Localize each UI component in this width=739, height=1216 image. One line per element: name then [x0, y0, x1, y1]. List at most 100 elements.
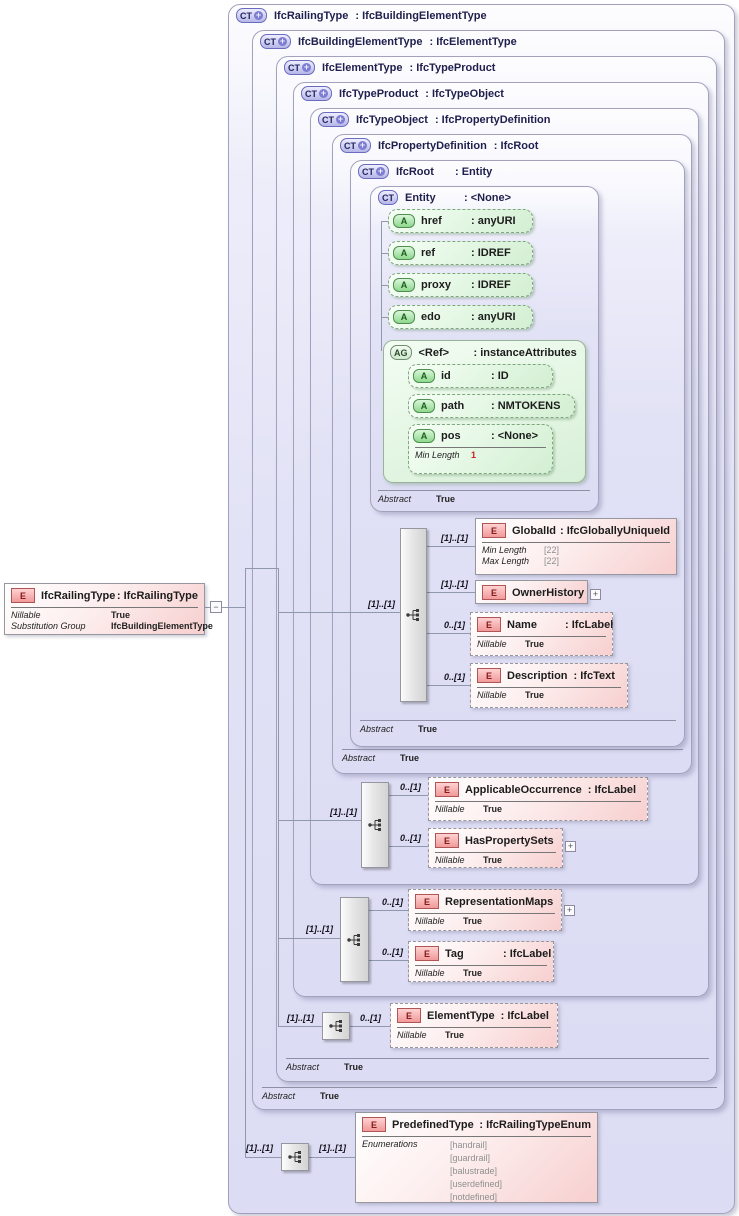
sequence-compositor-ifctypeproduct[interactable]	[340, 897, 369, 982]
attribute-ref[interactable]: A ref: IDREF	[388, 241, 533, 265]
ct-name: IfcRailingType	[274, 9, 349, 22]
attribute-proxy[interactable]: A proxy: IDREF	[388, 273, 533, 297]
connector-line	[205, 607, 210, 608]
connector-line	[381, 317, 388, 318]
connector-line	[389, 846, 428, 847]
sequence-icon	[287, 1151, 301, 1163]
element-icon: E	[482, 523, 506, 538]
ct-name: Entity	[405, 191, 436, 204]
sequence-compositor-ifcroot[interactable]	[400, 528, 427, 702]
attribute-edo[interactable]: A edo: anyURI	[388, 305, 533, 329]
complextype-derived-icon: CT+	[284, 60, 315, 75]
expand-toggle[interactable]: +	[564, 905, 575, 916]
complextype-derived-icon: CT+	[318, 112, 349, 127]
ct-name: IfcPropertyDefinition	[378, 139, 487, 152]
element-ownerhistory[interactable]: E OwnerHistory	[475, 580, 588, 604]
sequence-icon	[406, 609, 419, 621]
connector-line	[245, 568, 278, 569]
complextype-icon: CT	[378, 190, 398, 205]
complextype-derived-icon: CT+	[301, 86, 332, 101]
element-icon: E	[415, 946, 439, 961]
ct-name: IfcBuildingElementType	[298, 35, 423, 48]
sequence-compositor-ifcelementtype[interactable]	[322, 1012, 350, 1040]
cardinality-label: [1]..[1]	[441, 533, 468, 543]
sequence-icon	[347, 933, 360, 946]
connector-line	[369, 910, 408, 911]
element-applicableoccurrence[interactable]: E ApplicableOccurrence: IfcLabel Nillabl…	[428, 777, 648, 821]
cardinality-label: 0..[1]	[382, 947, 404, 957]
connector-line	[278, 612, 400, 613]
ct-name: IfcElementType	[322, 61, 403, 74]
attribute-connector-trunk	[381, 221, 382, 351]
connector-line	[381, 253, 388, 254]
element-predefinedtype[interactable]: E PredefinedType: IfcRailingTypeEnum Enu…	[355, 1112, 598, 1203]
ct-base: : Entity	[455, 165, 493, 178]
attribute-icon: A	[393, 278, 415, 292]
connector-line	[278, 1026, 322, 1027]
ct-base: : IfcBuildingElementType	[355, 9, 487, 22]
attribute-icon: A	[413, 399, 435, 413]
element-facets: Enumerations [handrail] [guardrail] [bal…	[362, 1136, 591, 1204]
cardinality-label: [1]..[1]	[287, 1013, 314, 1023]
sequence-compositor-ifcrailingtype[interactable]	[281, 1143, 309, 1171]
attribute-id[interactable]: A id: ID	[408, 364, 553, 388]
element-icon: E	[435, 782, 459, 797]
sequence-compositor-ifctypeobject[interactable]	[361, 782, 389, 868]
connector-line	[278, 938, 340, 939]
complextype-derived-icon: CT+	[236, 8, 267, 23]
cardinality-label: 0..[1]	[382, 897, 404, 907]
element-icon: E	[477, 668, 501, 683]
connector-line	[350, 1026, 390, 1027]
connector-line	[381, 221, 388, 222]
attribute-href[interactable]: A href: anyURI	[388, 209, 533, 233]
ctheader-ifcpropertydefinition: CT+ IfcPropertyDefinition : IfcRoot	[340, 138, 538, 153]
connector-trunk	[278, 568, 279, 1026]
cardinality-label: 0..[1]	[400, 782, 422, 792]
ct-base: : IfcElementType	[429, 35, 517, 48]
element-globalid[interactable]: E GlobalId: IfcGloballyUniqueId Min Leng…	[475, 518, 677, 575]
attribute-group-title: AG <Ref>: instanceAttributes	[384, 341, 585, 364]
sequence-icon	[367, 819, 381, 831]
collapse-toggle[interactable]: −	[210, 601, 222, 613]
element-title: E IfcRailingType: IfcRailingType	[5, 584, 204, 605]
ct-base: : IfcPropertyDefinition	[434, 113, 551, 126]
ctheader-ifcroot: CT+ IfcRoot : Entity	[358, 164, 492, 179]
ct-name: IfcTypeObject	[356, 113, 428, 126]
expand-toggle[interactable]: +	[565, 841, 576, 852]
enumeration-values: [handrail] [guardrail] [balustrade] [use…	[450, 1140, 503, 1202]
connector-line	[278, 820, 361, 821]
attribute-icon: A	[393, 310, 415, 324]
complextype-derived-icon: CT+	[340, 138, 371, 153]
connector-line	[389, 795, 428, 796]
cardinality-label: [1]..[1]	[306, 924, 333, 934]
attribute-icon: A	[393, 246, 415, 260]
cardinality-label: [1]..[1]	[246, 1143, 273, 1153]
ctheader-ifctypeobject: CT+ IfcTypeObject : IfcPropertyDefinitio…	[318, 112, 550, 127]
attribute-icon: A	[413, 429, 435, 443]
ct-base: : IfcTypeProduct	[409, 61, 496, 74]
element-ifcrailingtype[interactable]: E IfcRailingType: IfcRailingType Nillabl…	[4, 583, 213, 635]
ctheader-ifcbuildingelementtype: CT+ IfcBuildingElementType : IfcElementT…	[260, 34, 517, 49]
element-icon: E	[477, 617, 501, 632]
ctheader-ifctypeproduct: CT+ IfcTypeProduct : IfcTypeObject	[301, 86, 504, 101]
ct-base: : IfcRoot	[493, 139, 539, 152]
expand-toggle[interactable]: +	[590, 589, 601, 600]
attribute-path[interactable]: A path: NMTOKENS	[408, 394, 575, 418]
attribute-icon: A	[413, 369, 435, 383]
